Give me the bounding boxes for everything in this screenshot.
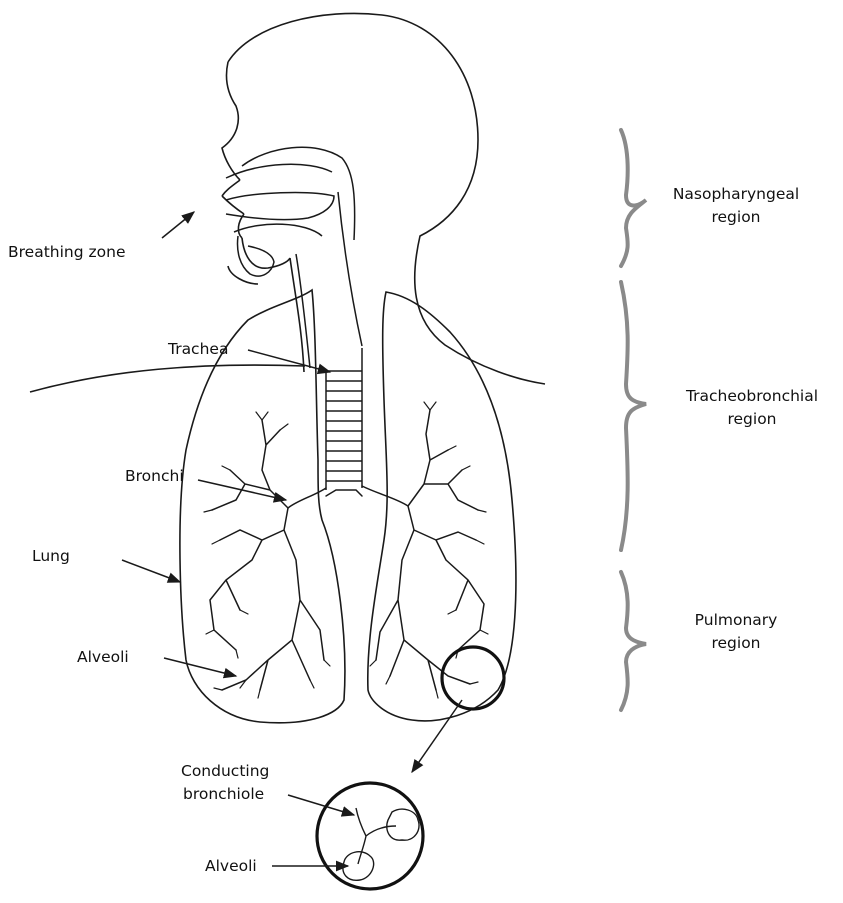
alveoli-arrow bbox=[164, 658, 236, 676]
bracket-pulmonary bbox=[621, 572, 646, 710]
conducting-bronchiole-line2: bronchiole bbox=[183, 783, 264, 805]
region-pulmonary-line1: Pulmonary bbox=[666, 609, 806, 631]
shoulder-line bbox=[30, 365, 305, 392]
breathing-zone-arrow bbox=[162, 212, 194, 238]
region-brackets bbox=[621, 130, 646, 710]
region-tracheobronchial-line2: region bbox=[672, 408, 832, 430]
conducting-bronchiole-line1: Conducting bbox=[181, 760, 269, 782]
bracket-nasopharyngeal bbox=[621, 130, 646, 266]
lung-label: Lung bbox=[32, 545, 70, 567]
alveoli-detail-drawing bbox=[343, 808, 419, 880]
trachea-tube bbox=[326, 348, 362, 490]
trachea-arrow bbox=[248, 350, 330, 372]
bronchial-tree bbox=[204, 402, 488, 698]
region-tracheobronchial-line1: Tracheobronchial bbox=[672, 385, 832, 407]
trachea-label: Trachea bbox=[168, 338, 228, 360]
region-pulmonary-line2: region bbox=[666, 632, 806, 654]
breathing-zone-label: Breathing zone bbox=[8, 241, 125, 263]
alveoli-label: Alveoli bbox=[77, 646, 129, 668]
bronchi-label: Bronchi bbox=[125, 465, 184, 487]
magnify-circle bbox=[442, 647, 504, 709]
lung-arrow bbox=[122, 560, 180, 582]
magnify-to-detail-arrow bbox=[412, 700, 462, 772]
region-nasopharyngeal-line1: Nasopharyngeal bbox=[666, 183, 806, 205]
bracket-tracheobronchial bbox=[621, 282, 646, 550]
nasal-cavity bbox=[226, 147, 362, 368]
bronchi-arrow bbox=[198, 480, 286, 500]
alveoli-detail-label: Alveoli bbox=[205, 855, 257, 877]
region-nasopharyngeal-line2: region bbox=[666, 206, 806, 228]
